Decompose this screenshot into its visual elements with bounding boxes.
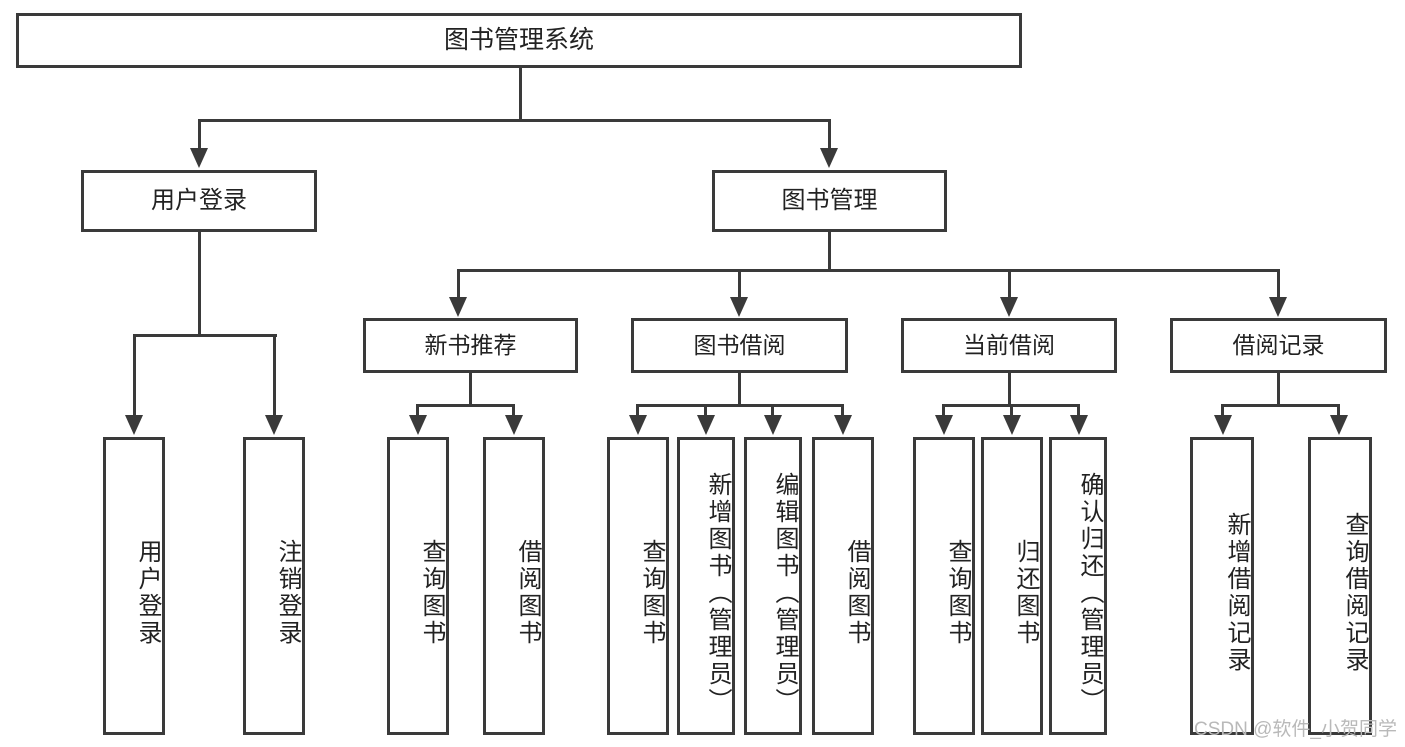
edge-book-manage-to-recommend: [457, 269, 460, 299]
edge-user-login-bar: [133, 334, 277, 337]
node-root[interactable]: 图书管理系统: [16, 13, 1022, 68]
edge-borrow-to-leaf1: [636, 404, 639, 418]
arrowhead-leaf-confirm-return: [1070, 415, 1088, 435]
edge-root-to-user-login: [198, 119, 201, 151]
edge-record-stem: [1277, 373, 1280, 406]
node-current-borrow-label: 当前借阅: [963, 332, 1055, 359]
node-leaf-add-record-label: 新增借阅记录: [1223, 512, 1250, 674]
edge-root-to-book-manage: [828, 119, 831, 151]
edge-record-bar: [1221, 404, 1340, 407]
edge-current-to-leaf2: [1010, 404, 1013, 418]
edge-record-to-leaf1: [1221, 404, 1224, 418]
node-book-manage[interactable]: 图书管理: [712, 170, 947, 232]
node-leaf-logout-label: 注销登录: [274, 539, 301, 647]
arrowhead-leaf-borrow-book-1: [505, 415, 523, 435]
edge-current-stem: [1008, 373, 1011, 406]
edge-book-manage-to-borrow: [738, 269, 741, 299]
node-leaf-query-record[interactable]: 查询借阅记录: [1308, 437, 1372, 735]
node-leaf-edit-book[interactable]: 编辑图书（管理员）: [744, 437, 802, 735]
edge-recommend-stem: [469, 373, 472, 406]
node-book-manage-label: 图书管理: [781, 187, 878, 214]
arrowhead-leaf-query-book-2: [629, 415, 647, 435]
edge-current-to-leaf3: [1077, 404, 1080, 418]
node-leaf-borrow-book-1[interactable]: 借阅图书: [483, 437, 545, 735]
arrowhead-leaf-return-book: [1003, 415, 1021, 435]
arrowhead-book-borrow: [730, 297, 748, 317]
node-leaf-borrow-book-2-label: 借阅图书: [843, 539, 870, 647]
node-leaf-edit-book-label: 编辑图书（管理员）: [771, 471, 798, 715]
node-leaf-return-book-label: 归还图书: [1012, 539, 1039, 647]
watermark-text: CSDN @软件_小贺同学: [1194, 719, 1397, 740]
node-leaf-add-record[interactable]: 新增借阅记录: [1190, 437, 1254, 735]
arrowhead-book-manage: [820, 148, 838, 168]
arrowhead-borrow-record: [1269, 297, 1287, 317]
edge-borrow-stem: [738, 373, 741, 406]
node-leaf-query-book-1-label: 查询图书: [418, 539, 445, 647]
arrowhead-leaf-edit-book: [764, 415, 782, 435]
edge-user-login-stem: [198, 232, 201, 336]
node-book-borrow-label: 图书借阅: [693, 332, 786, 359]
node-leaf-confirm-return-label: 确认归还（管理员）: [1076, 471, 1103, 715]
arrowhead-leaf-add-record: [1214, 415, 1232, 435]
arrowhead-leaf-add-book: [697, 415, 715, 435]
edge-user-login-to-leaf2: [273, 334, 276, 418]
edge-book-manage-stem: [828, 232, 831, 271]
edge-current-to-leaf1: [942, 404, 945, 418]
arrowhead-current-borrow: [1000, 297, 1018, 317]
node-borrow-record[interactable]: 借阅记录: [1170, 318, 1387, 373]
edge-user-login-to-leaf1: [133, 334, 136, 418]
edge-book-manage-bar: [457, 269, 1280, 272]
node-leaf-add-book[interactable]: 新增图书（管理员）: [677, 437, 735, 735]
node-leaf-query-book-2-label: 查询图书: [638, 539, 665, 647]
arrowhead-user-login: [190, 148, 208, 168]
edge-recommend-to-leaf2: [512, 404, 515, 418]
node-user-login-label: 用户登录: [151, 187, 247, 214]
arrowhead-leaf-logout: [265, 415, 283, 435]
edge-recommend-to-leaf1: [416, 404, 419, 418]
arrowhead-new-book-recommend: [449, 297, 467, 317]
node-leaf-user-login-label: 用户登录: [134, 539, 161, 647]
node-leaf-add-book-label: 新增图书（管理员）: [704, 471, 731, 715]
arrowhead-leaf-query-record: [1330, 415, 1348, 435]
edge-borrow-to-leaf2: [704, 404, 707, 418]
node-leaf-borrow-book-2[interactable]: 借阅图书: [812, 437, 874, 735]
edge-borrow-to-leaf3: [771, 404, 774, 418]
node-leaf-query-record-label: 查询借阅记录: [1341, 512, 1368, 674]
node-root-label: 图书管理系统: [443, 25, 594, 54]
arrowhead-leaf-query-book-1: [409, 415, 427, 435]
node-new-book-recommend[interactable]: 新书推荐: [363, 318, 578, 373]
arrowhead-leaf-query-book-3: [935, 415, 953, 435]
node-leaf-query-book-3-label: 查询图书: [944, 539, 971, 647]
arrowhead-leaf-borrow-book-2: [834, 415, 852, 435]
edge-root-stem: [519, 68, 522, 120]
edge-borrow-bar: [636, 404, 844, 407]
node-user-login[interactable]: 用户登录: [81, 170, 317, 232]
node-leaf-query-book-2[interactable]: 查询图书: [607, 437, 669, 735]
edge-root-bar: [198, 119, 831, 122]
edge-recommend-bar: [416, 404, 514, 407]
edge-book-manage-to-record: [1277, 269, 1280, 299]
node-leaf-query-book-1[interactable]: 查询图书: [387, 437, 449, 735]
arrowhead-leaf-user-login: [125, 415, 143, 435]
node-leaf-borrow-book-1-label: 借阅图书: [514, 539, 541, 647]
node-new-book-recommend-label: 新书推荐: [424, 332, 517, 359]
node-current-borrow[interactable]: 当前借阅: [901, 318, 1117, 373]
node-leaf-query-book-3[interactable]: 查询图书: [913, 437, 975, 735]
node-leaf-logout[interactable]: 注销登录: [243, 437, 305, 735]
edge-borrow-to-leaf4: [841, 404, 844, 418]
edge-record-to-leaf2: [1337, 404, 1340, 418]
node-borrow-record-label: 借阅记录: [1232, 332, 1325, 359]
node-leaf-confirm-return[interactable]: 确认归还（管理员）: [1049, 437, 1107, 735]
node-leaf-return-book[interactable]: 归还图书: [981, 437, 1043, 735]
node-book-borrow[interactable]: 图书借阅: [631, 318, 848, 373]
node-leaf-user-login[interactable]: 用户登录: [103, 437, 165, 735]
edge-book-manage-to-current: [1008, 269, 1011, 299]
